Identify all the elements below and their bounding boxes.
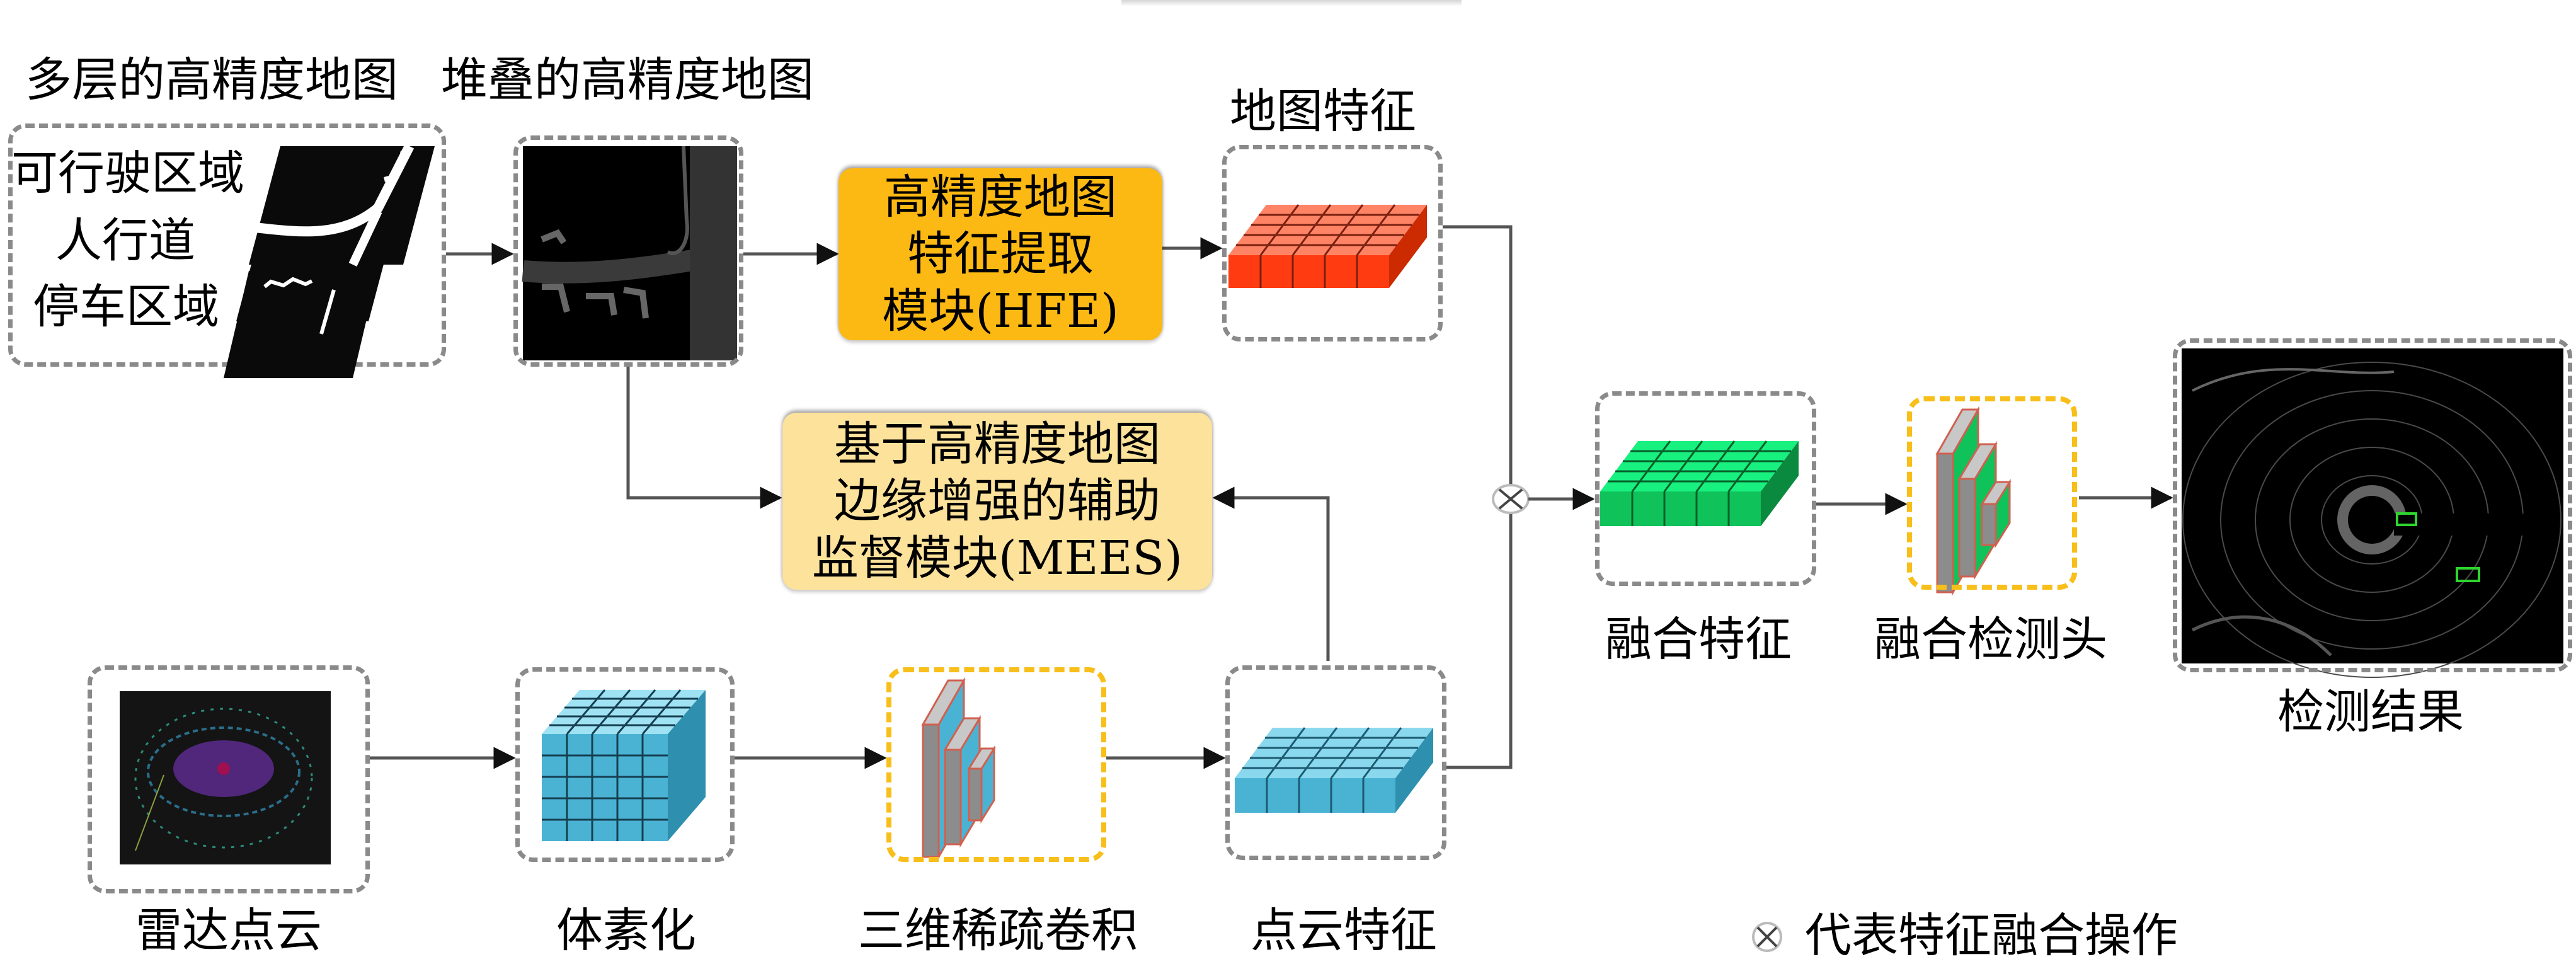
sparse-conv-box [886, 667, 1106, 862]
map-layer-drivable [248, 144, 435, 267]
lidar-point-cloud-image [120, 691, 331, 864]
line-point-feature-to-fusion [1446, 513, 1513, 769]
clipped-figure-title [1121, 0, 1462, 6]
map-feature-label: 地图特征 [1230, 84, 1416, 139]
voxel-label: 体素化 [556, 904, 696, 958]
fused-feature-tensor-icon [1600, 440, 1799, 526]
fusion-head-layers-icon [1935, 406, 2012, 596]
stacked-map-box [513, 135, 743, 367]
layer-label-drivable: 可行驶区域 [11, 146, 244, 200]
detection-result-label: 检测结果 [2277, 685, 2464, 739]
arrow-stacked-to-mees [626, 367, 782, 509]
detection-result-image [2182, 348, 2563, 678]
voxel-cube-icon [542, 689, 706, 841]
point-feature-box [1225, 665, 1446, 860]
mees-line-3: 监督模块(MEES) [811, 531, 1183, 585]
sparse-conv-layers-icon [921, 677, 996, 861]
fusion-head-box [1907, 396, 2077, 590]
hfe-line-3: 模块(HFE) [882, 284, 1119, 338]
hfe-line-2: 特征提取 [907, 227, 1094, 282]
layer-label-sidewalk: 人行道 [55, 214, 195, 268]
fusion-head-label: 融合检测头 [1874, 612, 2107, 667]
hfe-line-1: 高精度地图 [884, 170, 1117, 225]
legend-text: 代表特征融合操作 [1805, 909, 2178, 963]
mees-module: 基于高精度地图 边缘增强的辅助 监督模块(MEES) [782, 413, 1212, 590]
hfe-module: 高精度地图 特征提取 模块(HFE) [839, 168, 1162, 340]
mees-line-2: 边缘增强的辅助 [834, 474, 1160, 529]
sparse-conv-label: 三维稀疏卷积 [858, 904, 1138, 958]
mees-line-1: 基于高精度地图 [834, 417, 1160, 472]
stacked-map-image [522, 146, 737, 360]
detection-result-box [2173, 338, 2572, 672]
point-feature-label: 点云特征 [1251, 904, 1437, 958]
fused-feature-box [1595, 391, 1816, 586]
arrow-point-feature-to-mees [1212, 486, 1330, 661]
map-feature-box [1222, 145, 1443, 341]
map-feature-tensor-icon [1228, 204, 1427, 288]
stacked-map-label: 堆叠的高精度地图 [441, 53, 814, 107]
fusion-operator-icon [1492, 484, 1530, 514]
lidar-label: 雷达点云 [135, 904, 322, 958]
line-map-feature-to-fusion [1443, 225, 1513, 485]
lidar-box [88, 665, 370, 893]
legend-fusion-icon [1752, 922, 1782, 952]
multi-layer-map-label: 多层的高精度地图 [25, 53, 398, 107]
layer-label-parking: 停车区域 [33, 280, 219, 334]
point-feature-tensor-icon [1235, 727, 1433, 813]
voxel-box [515, 667, 735, 862]
fused-feature-label: 融合特征 [1605, 612, 1792, 667]
